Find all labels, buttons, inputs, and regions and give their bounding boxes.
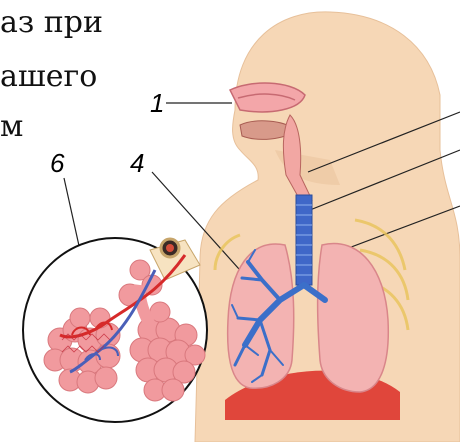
trachea [296,195,312,285]
